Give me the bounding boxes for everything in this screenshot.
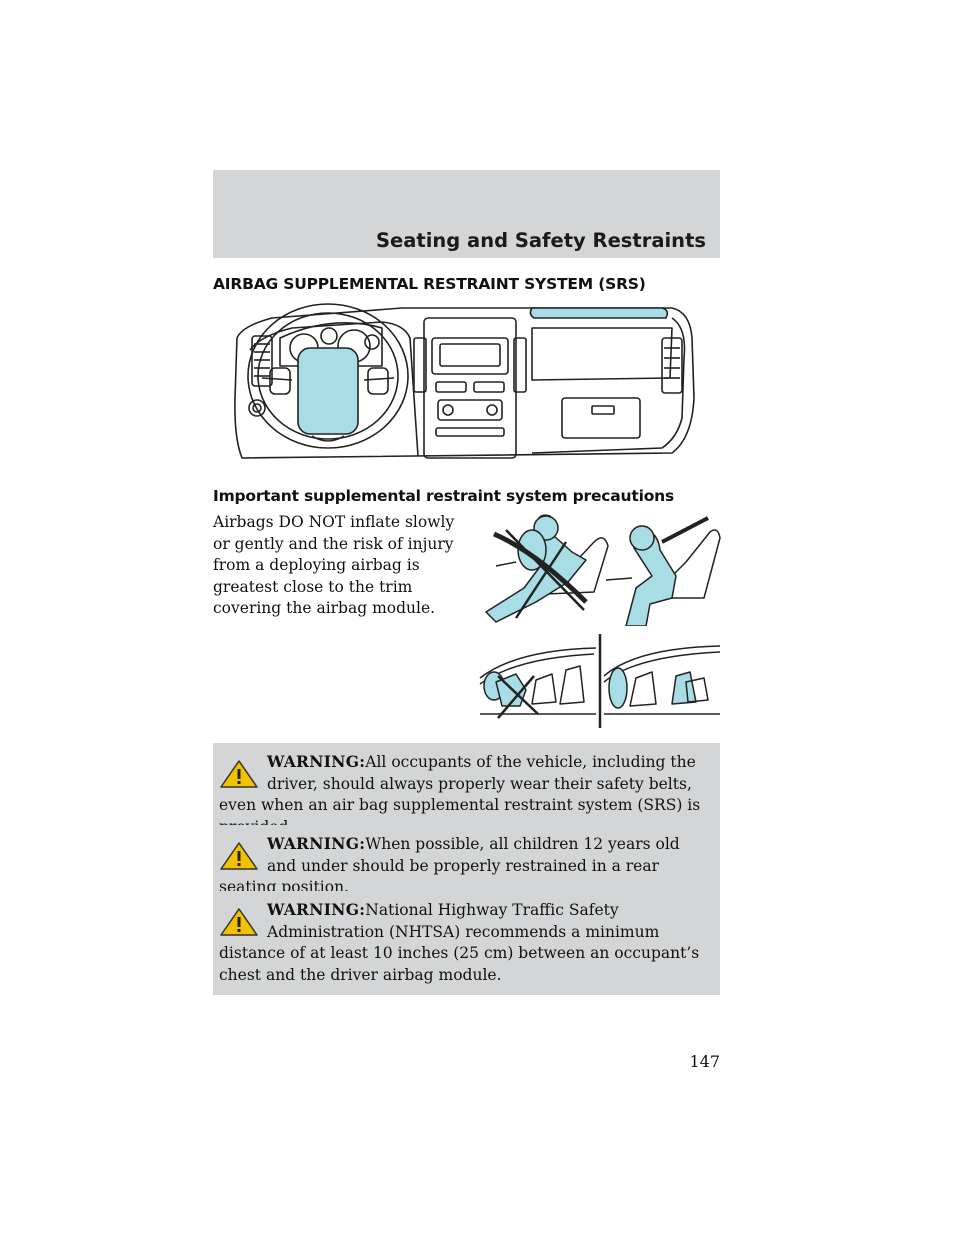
warning-label: WARNING: xyxy=(267,900,366,919)
warning-triangle-icon xyxy=(220,908,258,936)
warning-label: WARNING: xyxy=(267,834,366,853)
dashboard-illustration xyxy=(234,303,695,459)
driver-airbag-icon xyxy=(297,347,359,435)
occupant-position-illustration xyxy=(485,514,721,626)
rear-seat-illustration xyxy=(479,634,721,728)
passenger-airbag-icon xyxy=(529,307,669,319)
intro-paragraph: Airbags DO NOT inflate slowly or gently … xyxy=(213,513,455,617)
warning-triangle-icon xyxy=(220,760,258,788)
warning-text: When possible, all children 12 years old… xyxy=(219,835,680,896)
section-header: Seating and Safety Restraints xyxy=(375,229,706,252)
page-number: 147 xyxy=(689,1052,720,1071)
warning-text: All occupants of the vehicle, including … xyxy=(219,753,701,836)
section-header-band: Seating and Safety Restraints xyxy=(213,170,720,258)
warning-triangle-icon xyxy=(220,842,258,870)
page-heading: AIRBAG SUPPLEMENTAL RESTRAINT SYSTEM (SR… xyxy=(213,275,646,293)
warning-text: National Highway Traffic Safety Administ… xyxy=(219,901,700,984)
warning-label: WARNING: xyxy=(267,752,366,771)
section-subheading: Important supplemental restraint system … xyxy=(213,487,675,505)
warning-box-3: WARNING:National Highway Traffic Safety … xyxy=(213,891,720,995)
